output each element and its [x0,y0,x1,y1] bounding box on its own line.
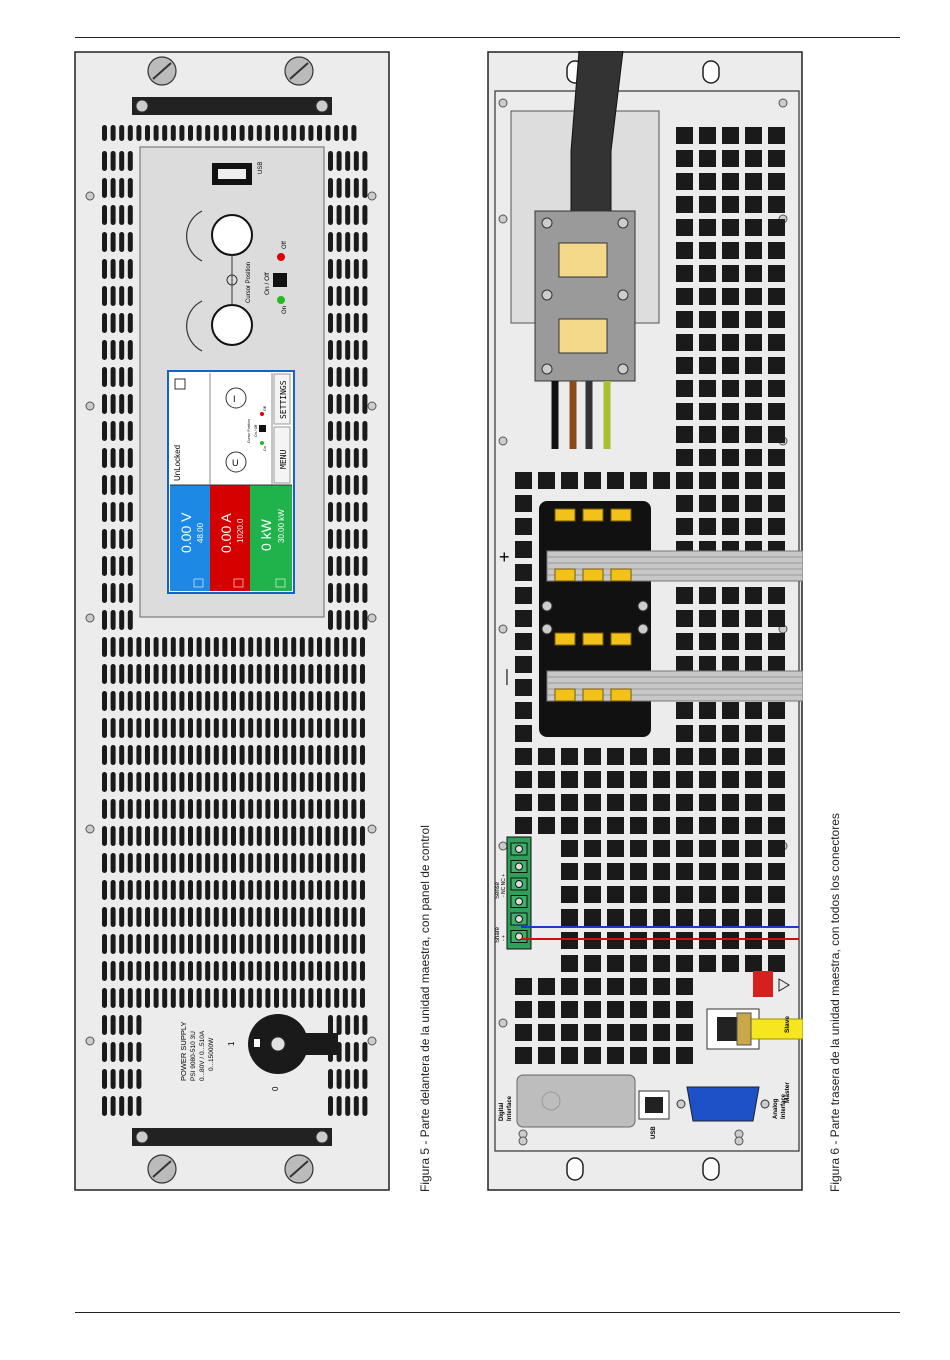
nameplate-line3: 0...80V / 0...510A [199,1030,206,1081]
slave-label: Slave [784,1016,791,1033]
front-vent-slots [102,125,368,1116]
sense-label: Sense [495,881,501,899]
cable-clamp-top [558,242,608,278]
power-tile [250,485,292,591]
switch-on-label: 1 [227,1041,236,1046]
cursor-position-label: Cursor Position [246,262,252,303]
nameplate-line4: 0...15000W [208,1037,215,1071]
sense-pins-label: - NC NC + [501,874,507,897]
digital-interface-label-1: Digital [499,1102,505,1121]
grid-icon-power[interactable] [275,578,286,588]
figure-6-caption: Figura 6 - Parte trasera de la unidad ma… [828,813,842,1192]
display-mini-caption: Cursor Position [247,419,251,443]
voltage-actual: 0.00 V [178,512,194,553]
lock-icon[interactable] [174,378,186,390]
display-mini-onoff: On / Off [254,425,258,437]
front-usb-label: USB [258,162,264,174]
analog-interface-label-2: Interface [781,1093,787,1119]
display-knob-u[interactable] [225,451,247,473]
on-led [277,296,285,304]
grid-icon-voltage[interactable] [193,578,204,588]
display-knob-u-label: U [232,458,239,468]
current-tile [210,485,250,591]
master-label: Master [784,1082,791,1103]
switch-off-label: 0 [271,1086,280,1091]
onoff-label: On / Off [264,272,271,295]
current-actual: 0.00 A [218,513,234,553]
analog-interface-label-1: Analog [773,1098,779,1119]
rear-usb-label: USB [651,1126,657,1139]
power-set[interactable]: 30.00 kW [277,509,286,543]
rear-mount-slots [566,60,720,1181]
front-handle-top [132,97,332,115]
ac-wires [551,381,611,449]
figure-5-caption: Figura 5 - Parte delantera de la unidad … [418,825,432,1192]
voltage-set[interactable]: 48.00 [196,522,205,543]
nameplate-line1: POWER SUPPLY [179,1022,188,1081]
termination-dip-switch[interactable] [753,971,773,997]
voltage-tile [170,485,210,591]
current-set[interactable]: 1020.0 [236,518,245,543]
settings-button-label: SETTINGS [279,380,288,419]
front-handle-bottom [132,1128,332,1146]
cable-clamp-bottom [558,318,608,354]
front-panel-figure: USB Cursor Position On / Off Off On UnLo… [74,51,390,1191]
header-rule [75,37,900,38]
dc-plus-symbol: + [499,547,510,567]
digital-interface-slot[interactable] [516,1074,636,1128]
footer-rule [75,1312,900,1313]
warning-icon [778,978,790,992]
share-label: Share [495,926,501,943]
rear-vent-grid [515,127,785,1064]
dc-bus-bars [541,508,803,702]
off-label: Off [282,241,288,249]
lock-state-label: UnLocked [173,445,182,481]
onoff-button[interactable] [273,273,287,287]
nameplate-line2: PSI 9080-510 3U [190,1031,197,1081]
grid-icon-current[interactable] [233,578,244,588]
dc-output-terminal [539,501,651,737]
rear-panel-figure: + — Share Sense - + - NC NC + Master Sla… [487,51,803,1191]
power-actual: 0 kW [258,518,274,551]
menu-button-label: MENU [279,450,288,469]
share-pins-label: - + [501,935,507,941]
menu-button[interactable] [273,426,291,484]
dc-minus-symbol: — [498,669,515,685]
analog-interface-port[interactable] [686,1086,760,1122]
power-switch[interactable] [248,1014,338,1074]
display-knob-i[interactable] [225,387,247,409]
off-led [277,253,285,261]
front-mount-holes [85,191,377,1046]
display-knob-i-label: I [233,394,236,404]
display-mini-off: Off [263,406,267,411]
on-label: On [282,306,288,314]
digital-interface-label-2: Interface [507,1095,513,1121]
settings-button[interactable] [273,373,291,425]
nameplate: POWER SUPPLY PSI 9080-510 3U 0...80V / 0… [179,1022,215,1081]
display-mini-on: On [263,446,267,451]
front-display: UnLocked 0.00 V 48.00 0.00 A 1020.0 0 kW… [167,370,295,594]
